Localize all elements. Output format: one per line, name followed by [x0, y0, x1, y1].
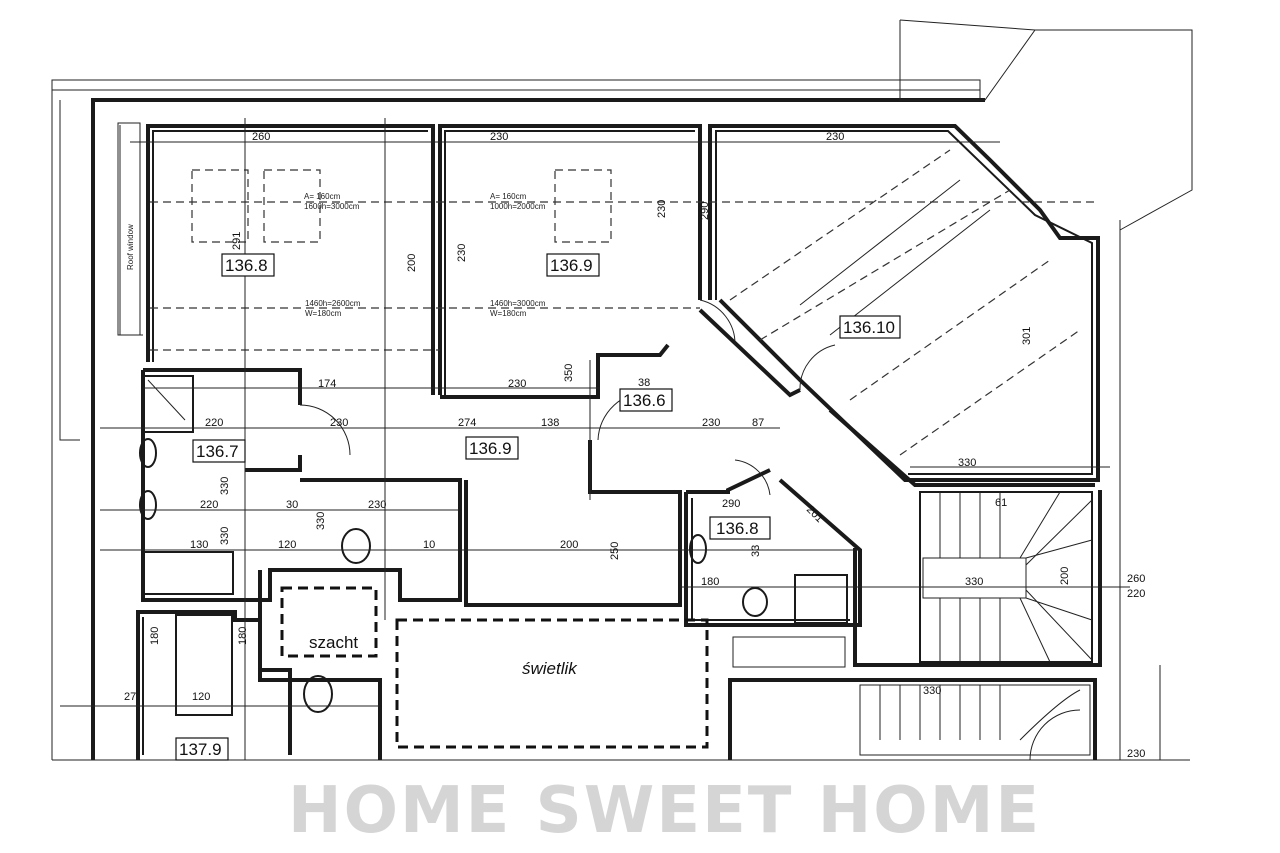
svg-text:61: 61 — [995, 497, 1007, 509]
stairwell-room-walls — [698, 124, 1100, 487]
skylight-outline — [395, 618, 709, 749]
svg-text:290: 290 — [699, 202, 711, 220]
room-136-9-corridor: 136.9 — [469, 439, 512, 458]
door-swings — [299, 299, 836, 496]
svg-text:200: 200 — [560, 539, 578, 551]
window-notes: A= 160cm 1600h=3000cm 1460h=2600cm W=180… — [126, 192, 546, 318]
room-136-7: 136.7 — [196, 442, 239, 461]
lower-bath-walls — [136, 375, 848, 760]
svg-text:330: 330 — [923, 685, 941, 697]
svg-text:200: 200 — [406, 254, 418, 272]
svg-text:33: 33 — [750, 545, 762, 557]
svg-text:330: 330 — [965, 576, 983, 588]
svg-text:260: 260 — [252, 131, 270, 143]
svg-text:230: 230 — [1127, 748, 1145, 760]
svg-text:27: 27 — [124, 691, 136, 703]
diagonal-stair-lines — [729, 149, 1081, 456]
room-labels: 136.8 136.9 136.10 136.6 136.7 136.9 136… — [175, 253, 901, 761]
roof-windows — [117, 122, 1098, 351]
svg-text:230: 230 — [368, 499, 386, 511]
bedroom-middle-walls — [438, 124, 702, 399]
room-136-8-bath: 136.8 — [716, 519, 759, 538]
skylight-label: świetlik — [522, 659, 578, 678]
room-136-6: 136.6 — [623, 391, 666, 410]
svg-text:130: 130 — [190, 539, 208, 551]
svg-text:30: 30 — [286, 499, 298, 511]
shaft-label: szacht — [309, 633, 358, 652]
svg-text:220: 220 — [200, 499, 218, 511]
bedroom-left-walls — [146, 124, 435, 395]
room-136-9-top: 136.9 — [550, 256, 593, 275]
room-136-8-top: 136.8 — [225, 256, 268, 275]
svg-text:330: 330 — [958, 457, 976, 469]
svg-text:230: 230 — [490, 131, 508, 143]
svg-text:10: 10 — [423, 539, 435, 551]
svg-text:180: 180 — [701, 576, 719, 588]
svg-text:1000h=2000cm: 1000h=2000cm — [490, 202, 546, 211]
svg-text:330: 330 — [219, 477, 231, 495]
staircase — [728, 491, 1097, 761]
exterior-walls — [51, 19, 1193, 761]
svg-text:201: 201 — [804, 504, 825, 525]
svg-text:A= 160cm: A= 160cm — [490, 192, 527, 201]
watermark: HOME SWEET HOME — [288, 774, 1041, 848]
svg-text:230: 230 — [508, 378, 526, 390]
svg-text:260: 260 — [1127, 573, 1145, 585]
svg-text:1460h=3000cm: 1460h=3000cm — [490, 299, 546, 308]
svg-text:120: 120 — [192, 691, 210, 703]
svg-text:220: 220 — [205, 417, 223, 429]
svg-text:274: 274 — [458, 417, 476, 429]
svg-text:W=180cm: W=180cm — [305, 309, 342, 318]
svg-text:1600h=3000cm: 1600h=3000cm — [304, 202, 360, 211]
svg-text:220: 220 — [1127, 588, 1145, 600]
svg-text:290: 290 — [722, 498, 740, 510]
svg-text:230: 230 — [456, 244, 468, 262]
svg-text:230: 230 — [702, 417, 720, 429]
svg-text:120: 120 — [278, 539, 296, 551]
svg-text:291: 291 — [231, 232, 243, 250]
shaft-outline — [280, 586, 378, 658]
svg-text:138: 138 — [541, 417, 559, 429]
svg-text:230: 230 — [330, 417, 348, 429]
svg-text:180: 180 — [237, 627, 249, 645]
svg-text:W=180cm: W=180cm — [490, 309, 527, 318]
svg-text:250: 250 — [609, 542, 621, 560]
svg-text:A= 160cm: A= 160cm — [304, 192, 341, 201]
svg-text:87: 87 — [752, 417, 764, 429]
dimension-lines — [60, 118, 1130, 760]
svg-text:180: 180 — [149, 627, 161, 645]
svg-text:350: 350 — [563, 364, 575, 382]
svg-text:301: 301 — [1021, 327, 1033, 345]
svg-text:38: 38 — [638, 377, 650, 389]
dimension-labels: 260 230 230 291 200 230 290 230 174 230 … — [124, 131, 1145, 760]
room-136-10: 136.10 — [843, 318, 895, 337]
svg-text:200: 200 — [1059, 567, 1071, 585]
svg-text:174: 174 — [318, 378, 336, 390]
svg-text:330: 330 — [315, 512, 327, 530]
svg-text:230: 230 — [826, 131, 844, 143]
svg-text:330: 330 — [219, 527, 231, 545]
svg-text:Roof window: Roof window — [126, 224, 135, 270]
svg-text:230: 230 — [656, 200, 668, 218]
room-137-9: 137.9 — [179, 740, 222, 759]
svg-text:1460h=2600cm: 1460h=2600cm — [305, 299, 361, 308]
